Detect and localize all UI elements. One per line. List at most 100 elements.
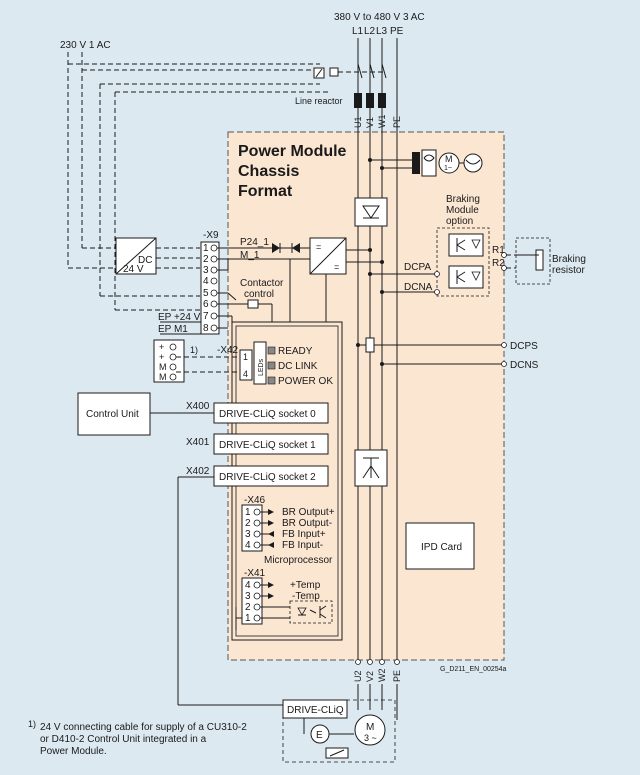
svg-text:5: 5 [203, 288, 209, 299]
led-dc-link-label: DC LINK [278, 361, 318, 372]
svg-text:W2: W2 [377, 669, 387, 683]
braking-resistor [506, 237, 551, 285]
svg-text:FB Input-: FB Input- [282, 540, 323, 551]
phase-l2-label: L2 [364, 26, 376, 37]
led-ready-label: READY [278, 346, 313, 357]
led-indicators: READY DC LINK POWER OK [267, 346, 333, 387]
svg-text:2: 2 [203, 254, 209, 265]
microprocessor-label: Microprocessor [264, 555, 333, 566]
fan-icon [463, 153, 483, 173]
x42-terminal: 1 4 LEDs [239, 341, 267, 385]
svg-text:U2: U2 [353, 670, 363, 682]
svg-text:4: 4 [203, 276, 209, 287]
braking-resistor-label-1: Braking [552, 254, 586, 265]
svg-text:PE: PE [392, 670, 402, 682]
ep24-label: EP +24 V [158, 312, 201, 323]
svg-text:1): 1) [28, 719, 36, 729]
x9-label: -X9 [203, 230, 219, 241]
motor-drive-cliq-label: DRIVE-CLiQ [287, 705, 344, 716]
epm1-label: EP M1 [158, 324, 188, 335]
phase-pe-label: PE [390, 26, 404, 37]
fan-unit: M 1~ [368, 149, 483, 177]
svg-text:3: 3 [203, 265, 209, 276]
svg-text:6: 6 [203, 299, 209, 310]
svg-text:24 V connecting cable for supp: 24 V connecting cable for supply of a CU… [40, 722, 247, 733]
ipd-card-box [405, 522, 475, 570]
x41-pins: 4 3 2 1 [245, 580, 290, 624]
dc-24v-supply: DC 24 V [115, 237, 157, 275]
led-power-ok-icon [267, 376, 276, 385]
dcpa-label: DCPA [404, 262, 431, 273]
contactor-control-label-2: control [244, 289, 274, 300]
control-unit-box [77, 392, 151, 436]
x9-terminal-block [200, 241, 220, 335]
module-title-line-2: Chassis [238, 163, 299, 180]
svg-text:X400: X400 [186, 401, 210, 412]
p24-label: P24_1 [240, 237, 269, 248]
svg-text:E: E [316, 730, 323, 741]
aux-supply-lines [67, 52, 330, 311]
contactor-control-label-1: Contactor [240, 278, 284, 289]
rectifier [354, 197, 388, 227]
svg-text:8: 8 [203, 323, 209, 334]
svg-text:4: 4 [245, 580, 251, 591]
svg-text:BR Output-: BR Output- [282, 518, 332, 529]
optocoupler [289, 600, 333, 624]
svg-text:1~: 1~ [444, 165, 452, 172]
x41-signals: +Temp -Temp [290, 580, 321, 602]
motor-icon [354, 714, 386, 746]
svg-text:+: + [159, 352, 164, 362]
svg-text:=: = [334, 262, 339, 272]
svg-text:1: 1 [243, 352, 248, 362]
svg-text:DC: DC [138, 255, 152, 266]
x41-terminal-block [241, 577, 263, 625]
reactor-thermostat [313, 67, 339, 79]
x46-label: -X46 [244, 495, 266, 506]
svg-text:2: 2 [245, 518, 251, 529]
drive-cliq-socket-0: X400 DRIVE-CLiQ socket 0 [186, 401, 329, 424]
braking-module-label-3: option [446, 216, 473, 227]
dcns-label: DCNS [510, 360, 539, 371]
braking-module-label-2: Module [446, 205, 479, 216]
diodes [272, 243, 300, 253]
braking-resistor-label-2: resistor [552, 265, 585, 276]
led-power-ok-label: POWER OK [278, 376, 333, 387]
svg-text:+: + [159, 342, 164, 352]
svg-text:=: = [316, 242, 321, 252]
svg-text:X401: X401 [186, 437, 210, 448]
led-dc-link-icon [267, 361, 276, 370]
line-reactor [354, 93, 386, 108]
motor-terminals-top: U1 V1 W1 PE [353, 115, 402, 129]
dcps-label: DCPS [510, 341, 538, 352]
svg-text:BR Output+: BR Output+ [282, 507, 335, 518]
svg-text:or D410-2 Control Unit integra: or D410-2 Control Unit integrated in a [40, 734, 207, 745]
phase-l3-label: L3 [376, 26, 388, 37]
module-title-line-1: Power Module [238, 143, 347, 160]
svg-text:Power Module.: Power Module. [40, 746, 107, 757]
x42-plug: + + M M [153, 339, 185, 383]
control-unit-label: Control Unit [86, 409, 139, 420]
svg-text:V2: V2 [365, 671, 375, 682]
svg-text:DRIVE-CLiQ socket 2: DRIVE-CLiQ socket 2 [219, 472, 316, 483]
svg-text:+Temp: +Temp [290, 580, 321, 591]
motor-terminals-bottom: U2 V2 W2 PE [353, 659, 402, 720]
svg-text:7: 7 [203, 311, 209, 322]
svg-text:1: 1 [203, 243, 209, 254]
dc-dc-converter: = = [309, 237, 347, 275]
svg-text:X402: X402 [186, 466, 210, 477]
x42-footnote-ref: 1) [190, 345, 198, 355]
dcna-label: DCNA [404, 282, 433, 293]
svg-text:1: 1 [245, 507, 251, 518]
line-reactor-label: Line reactor [295, 96, 343, 106]
svg-text:FB Input+: FB Input+ [282, 529, 326, 540]
svg-text:PE: PE [392, 116, 402, 128]
module-title-line-3: Format [238, 183, 293, 200]
x46-signals: BR Output+ BR Output- FB Input+ FB Input… [282, 507, 335, 551]
contactor-relay [217, 259, 291, 322]
svg-text:4: 4 [243, 369, 248, 379]
svg-text:1: 1 [245, 613, 251, 624]
x42-label: -X42 [217, 345, 239, 356]
svg-text:DRIVE-CLiQ socket 1: DRIVE-CLiQ socket 1 [219, 440, 316, 451]
ipd-card-label: IPD Card [421, 542, 462, 553]
